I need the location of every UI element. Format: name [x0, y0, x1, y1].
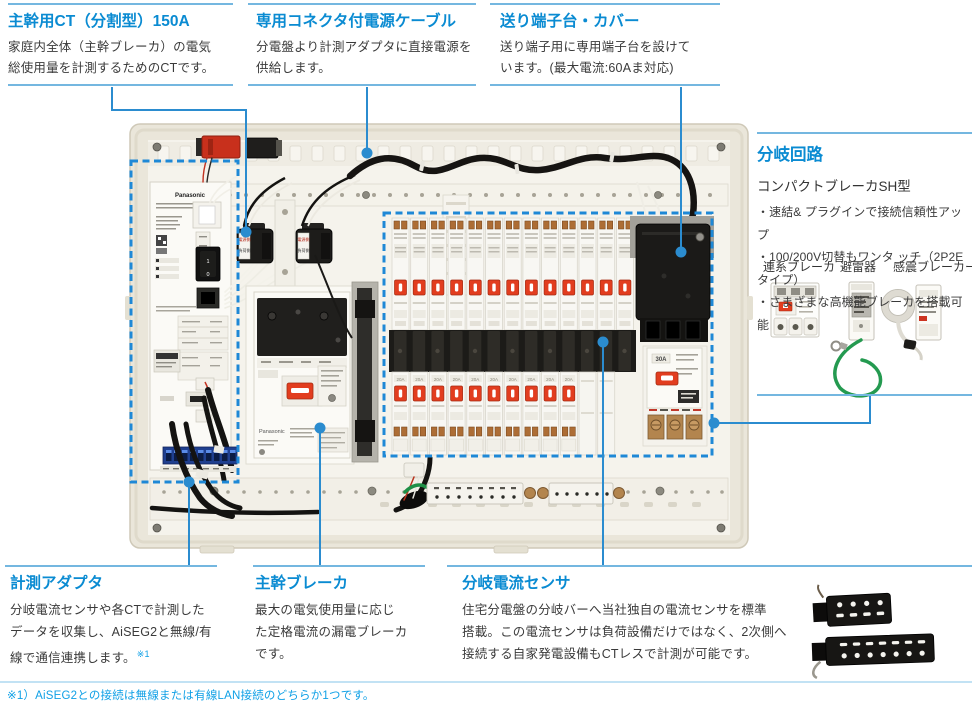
note-ref: ※1	[136, 649, 150, 659]
callout-main-breaker-line3: です。	[255, 647, 292, 661]
callout-adapter-line1: 分岐電流センサや各CTで計測した	[10, 603, 205, 617]
svg-text:20A: 20A	[565, 377, 573, 382]
leader-dots	[183, 147, 720, 488]
main-breaker: Panasonic	[245, 285, 355, 465]
callout-main-ct: 主幹用CT（分割型）150A 家庭内全体（主幹ブレーカ）の電気 総使用量を計測す…	[8, 3, 233, 86]
svg-text:20A: 20A	[471, 377, 479, 382]
measurement-adapter: Panasonic 1 0	[149, 181, 238, 483]
callout-adapter-line3-text: 線で通信連携します。	[10, 651, 136, 666]
product-label-seismic-breaker: 感震ブレーカー	[893, 260, 972, 274]
feed-terminal-cover	[630, 216, 714, 342]
svg-text:20A: 20A	[490, 377, 498, 382]
callout-branch-circuit: 分岐回路 コンパクトブレーカSH型 ・速結& プラグインで接続信頼性アップ ・1…	[757, 132, 972, 396]
power-cable	[346, 151, 697, 236]
callout-branch-sensor-line3: 接続する自家発電設備もCTレスで計測が可能です。	[462, 647, 758, 661]
branch-highlight-box	[382, 211, 714, 458]
leader-lines	[111, 87, 871, 567]
sub-breaker-30a: 30A	[642, 345, 708, 447]
callout-main-ct-line1: 家庭内全体（主幹ブレーカ）の電気	[8, 40, 212, 54]
seismic-breaker-thumb	[881, 284, 942, 361]
bottom-terminal-strips	[426, 482, 625, 505]
callout-feed-terminal: 送り端子台・カバー 送り端子用に専用端子台を設けて います。(最大電流:60Aま…	[490, 3, 720, 86]
svg-text:20A: 20A	[396, 377, 404, 382]
bottom-cables	[149, 421, 433, 519]
svg-text:0: 0	[206, 272, 209, 278]
svg-text:30A: 30A	[655, 357, 667, 363]
branch-bus-bar	[389, 330, 636, 372]
callout-power-cable-title: 専用コネクタ付電源ケーブル	[256, 13, 456, 30]
corner-screws	[152, 142, 726, 533]
callout-branch-sensor-title: 分岐電流センサ	[462, 575, 571, 592]
callout-power-cable-line1: 分電盤より計測アダプタに直接電源を	[256, 40, 472, 54]
callout-power-cable: 専用コネクタ付電源ケーブル 分電盤より計測アダプタに直接電源を 供給します。	[248, 3, 476, 86]
product-label-interconnect-breaker: 連系ブレーカ	[763, 260, 836, 274]
callout-main-breaker-line1: 最大の電気使用量に応じ	[255, 603, 395, 617]
footnote-separator	[0, 681, 972, 683]
svg-text:20A: 20A	[546, 377, 554, 382]
interconnect-breaker-thumb	[770, 282, 820, 338]
callout-main-ct-title: 主幹用CT（分割型）150A	[8, 13, 190, 30]
svg-text:Panasonic: Panasonic	[175, 193, 206, 199]
callout-feed-terminal-title: 送り端子台・カバー	[500, 13, 640, 30]
callout-branch-sensor-line2: 搭載。この電流センサは負荷設備だけではなく、2次側へ	[462, 625, 787, 639]
callout-feed-terminal-line2: います。(最大電流:60Aま対応)	[500, 61, 674, 75]
leader-branch-circuit	[719, 395, 871, 424]
svg-text:20A: 20A	[434, 377, 442, 382]
svg-text:20A: 20A	[415, 377, 423, 382]
metal-column	[314, 254, 379, 463]
power-lugs	[196, 135, 282, 159]
svg-text:Panasonic: Panasonic	[259, 429, 285, 435]
highlight-boxes	[129, 159, 714, 484]
branch-circuit-bullet2: ・100/200V切替もワンタ ッチ（2P2Eタイプ）	[757, 250, 964, 287]
callout-main-breaker-title: 主幹ブレーカ	[255, 575, 349, 592]
svg-text:20A: 20A	[509, 377, 517, 382]
svg-text:負荷側: 負荷側	[298, 247, 310, 253]
callout-adapter-line2: データを収集し、AiSEG2と無線/有	[10, 625, 212, 639]
footnote: ※1）AiSEG2との接続は無線または有線LAN接続のどちらか1つです。	[7, 690, 375, 702]
callout-branch-sensor-line1: 住宅分電盤の分岐バーへ当社独自の電流センサを標準	[462, 603, 767, 617]
branch-circuit-bullet1: ・速結& プラグインで接続信頼性アップ	[757, 205, 963, 242]
svg-text:電源側: 電源側	[239, 236, 251, 242]
callout-adapter: 計測アダプタ 分岐電流センサや各CTで計測した データを収集し、AiSEG2と無…	[5, 565, 217, 669]
svg-text:負荷側: 負荷側	[239, 247, 251, 253]
product-label-surge-arrester: 避雷器	[840, 260, 877, 274]
callout-power-cable-line2: 供給します。	[256, 61, 331, 75]
callout-branch-circuit-subtitle: コンパクトブレーカSH型	[757, 179, 911, 194]
callout-adapter-line3: 線で通信連携します。※1	[10, 643, 217, 669]
callout-main-ct-line2: 総使用量を計測するためのCTです。	[8, 61, 215, 75]
svg-text:20A: 20A	[453, 377, 461, 382]
callout-adapter-title: 計測アダプタ	[10, 575, 104, 592]
callout-main-breaker: 主幹ブレーカ 最大の電気使用量に応じ た定格電流の漏電ブレーカ です。	[253, 565, 425, 665]
callout-feed-terminal-line1: 送り端子用に専用端子台を設けて	[500, 40, 691, 54]
callout-branch-sensor: 分岐電流センサ 住宅分電盤の分岐バーへ当社独自の電流センサを標準 搭載。この電流…	[447, 565, 972, 665]
leader-ct	[111, 87, 247, 227]
svg-text:20A: 20A	[527, 377, 535, 382]
svg-text:電源側: 電源側	[298, 236, 310, 242]
branch-breakers-bottom-row: 20A 20A 20A 20A 20A 20A 20A 20A 20A 20A	[391, 371, 616, 456]
callout-branch-circuit-title: 分岐回路	[757, 146, 823, 164]
adapter-highlight-box	[129, 159, 240, 484]
svg-text:1: 1	[206, 259, 209, 265]
ct-clamps: 電源側 負荷側 電源側 負荷側	[236, 173, 361, 291]
branch-sensor-images	[811, 584, 935, 680]
branch-circuit-bullet3: ・さまざまな高機能ブレーカを搭載可能	[757, 295, 963, 332]
callout-main-breaker-line2: た定格電流の漏電ブレーカ	[255, 625, 408, 639]
